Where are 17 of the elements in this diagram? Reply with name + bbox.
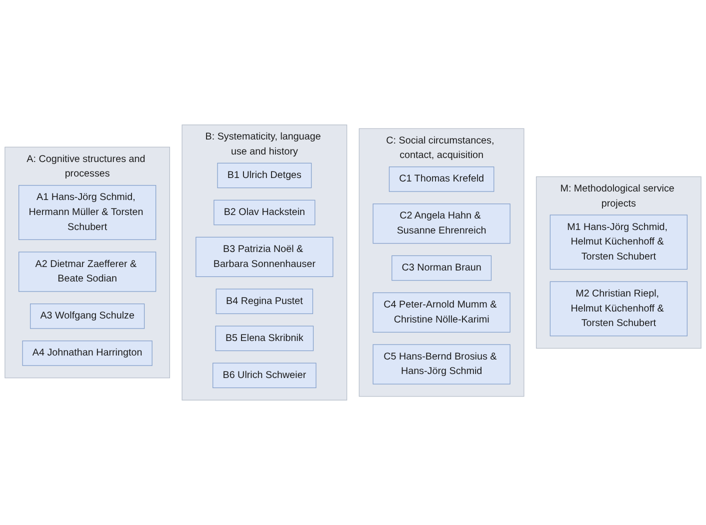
node-box: A4 Johnathan Harrington [22, 340, 152, 366]
node-box: A1 Hans-Jörg Schmid, Hermann Müller & Torsten Schubert [18, 185, 156, 240]
node-box: B1 Ulrich Detges [217, 162, 312, 188]
node-box: C2 Angela Hahn & Susanne Ehrenreich [372, 204, 510, 244]
node-box: C1 Thomas Krefeld [388, 166, 494, 192]
node-box: B6 Ulrich Schweier [212, 362, 316, 388]
node-box: B3 Patrizia Noël & Barbara Sonnenhauser [196, 236, 334, 277]
node-box: B2 Olav Hackstein [214, 200, 316, 226]
node-box: M1 Hans-Jörg Schmid, Helmut Küchenhoff & Torsten Schubert [550, 214, 688, 270]
node-box: A2 Dietmar Zaefferer & Beate Sodian [18, 252, 156, 292]
node-box: M2 Christian Riepl, Helmut Küchenhoff & Torsten Schubert [550, 281, 688, 336]
node-box: A3 Wolfgang Schulze [30, 304, 145, 329]
node-box: C5 Hans-Bernd Brosius & Hans-Jörg Schmid [372, 344, 510, 384]
node-box: B4 Regina Pustet [216, 288, 314, 314]
node-box: C3 Norman Braun [392, 255, 492, 281]
node-box: B5 Elena Skribnik [215, 326, 314, 352]
node-box: C4 Peter-Arnold Mumm & Christine Nölle-Karimi [372, 292, 510, 333]
